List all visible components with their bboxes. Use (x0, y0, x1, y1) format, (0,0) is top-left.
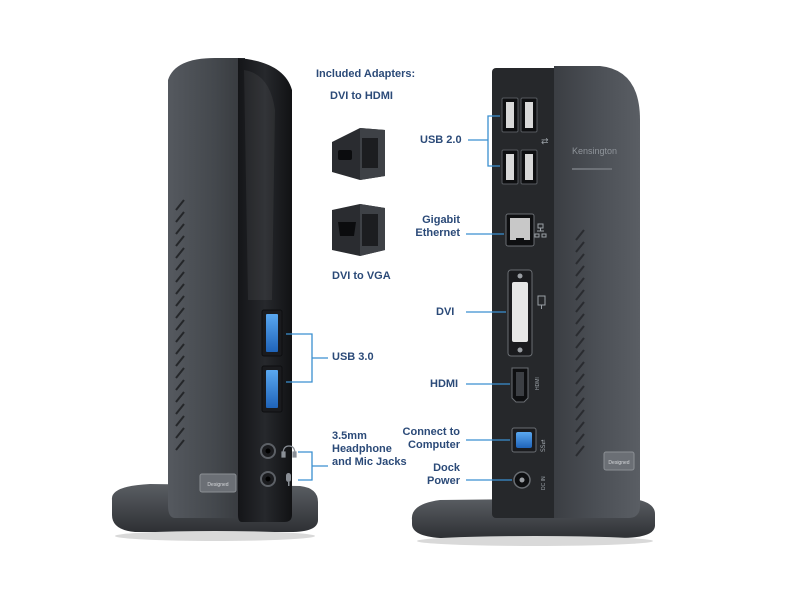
rear-dc-power-port (513, 471, 531, 489)
dvi-to-hdmi-adapter (332, 128, 385, 180)
rear-side-badge (603, 451, 635, 471)
rear-hdmi-port (511, 367, 529, 403)
hdmi-mark: HDMI (535, 377, 541, 390)
usb30-label: USB 3.0 (332, 351, 374, 363)
leader-usb20 (468, 115, 500, 167)
dock-power-label-line-1: Dock (433, 462, 460, 474)
rear-usb3-upstream-port (511, 427, 537, 453)
rear-usb2-port-3 (501, 149, 519, 185)
rear-usb2-port-2 (520, 97, 538, 133)
front-panel-gloss (244, 70, 275, 300)
gigabit-ethernet-label: Gigabit Ethernet (404, 214, 460, 240)
rear-dock-brand: Kensington (572, 146, 617, 156)
dock-power-label: Dock Power (404, 462, 460, 488)
hdmi-label: HDMI (430, 378, 459, 390)
front-usb3-port-bottom (261, 365, 283, 413)
rear-dock-base-shadow (417, 536, 653, 546)
front-dock-side-panel (168, 58, 245, 518)
rear-usb2-port-4 (520, 149, 538, 185)
leader-audio (298, 451, 328, 481)
audio-jacks-label: 3.5mm Headphone and Mic Jacks (332, 430, 407, 469)
rear-side-badge-text: Designed (608, 460, 629, 466)
included-adapters-heading: Included Adapters: (316, 68, 416, 80)
leader-usb30 (286, 333, 328, 383)
front-mic-jack (260, 471, 276, 487)
front-dock-vents (175, 199, 185, 451)
front-headphone-jack (260, 443, 276, 459)
dvi-to-vga-label: DVI to VGA (332, 270, 391, 282)
dock-power-label-line-2: Power (426, 475, 460, 487)
front-dock: Designed (111, 58, 319, 541)
rear-dock-vents (575, 229, 585, 457)
front-usb3-port-top (261, 309, 283, 357)
usb-icon: ⇄ (541, 137, 549, 147)
headphone-icon (281, 445, 297, 458)
front-side-badge-text: Designed (207, 482, 228, 488)
audio-label-line-2: Headphone (332, 443, 392, 455)
gigabit-label-line-1: Gigabit (422, 214, 460, 226)
rear-dvi-port (507, 269, 533, 357)
ss-usb-mark: SS⇄ (540, 439, 547, 452)
rear-dock-brand-subline (572, 168, 612, 170)
usb20-label: USB 2.0 (420, 134, 462, 146)
rear-dock: Kensington Designed (411, 66, 655, 546)
connect-to-computer-label: Connect to Computer (396, 426, 460, 452)
dvi-to-vga-adapter (332, 204, 385, 256)
dc-in-mark: DC IN (541, 476, 547, 490)
callout-leader-lines (286, 115, 512, 481)
rear-dock-side-panel (554, 66, 640, 518)
monitor-icon (537, 295, 546, 309)
mic-icon (286, 473, 291, 486)
dvi-label: DVI (436, 306, 455, 318)
connect-label-line-1: Connect to (402, 426, 460, 438)
audio-label-line-3: and Mic Jacks (332, 456, 407, 468)
front-side-badge (199, 473, 237, 493)
gigabit-label-line-2: Ethernet (415, 227, 460, 239)
dvi-to-hdmi-label: DVI to HDMI (330, 90, 393, 102)
rear-usb2-port-1 (501, 97, 519, 133)
network-icon (534, 223, 547, 238)
rear-ethernet-port (505, 213, 535, 247)
connect-label-line-2: Computer (408, 439, 460, 451)
front-dock-base-shadow (115, 531, 315, 541)
audio-label-line-1: 3.5mm (332, 430, 367, 442)
